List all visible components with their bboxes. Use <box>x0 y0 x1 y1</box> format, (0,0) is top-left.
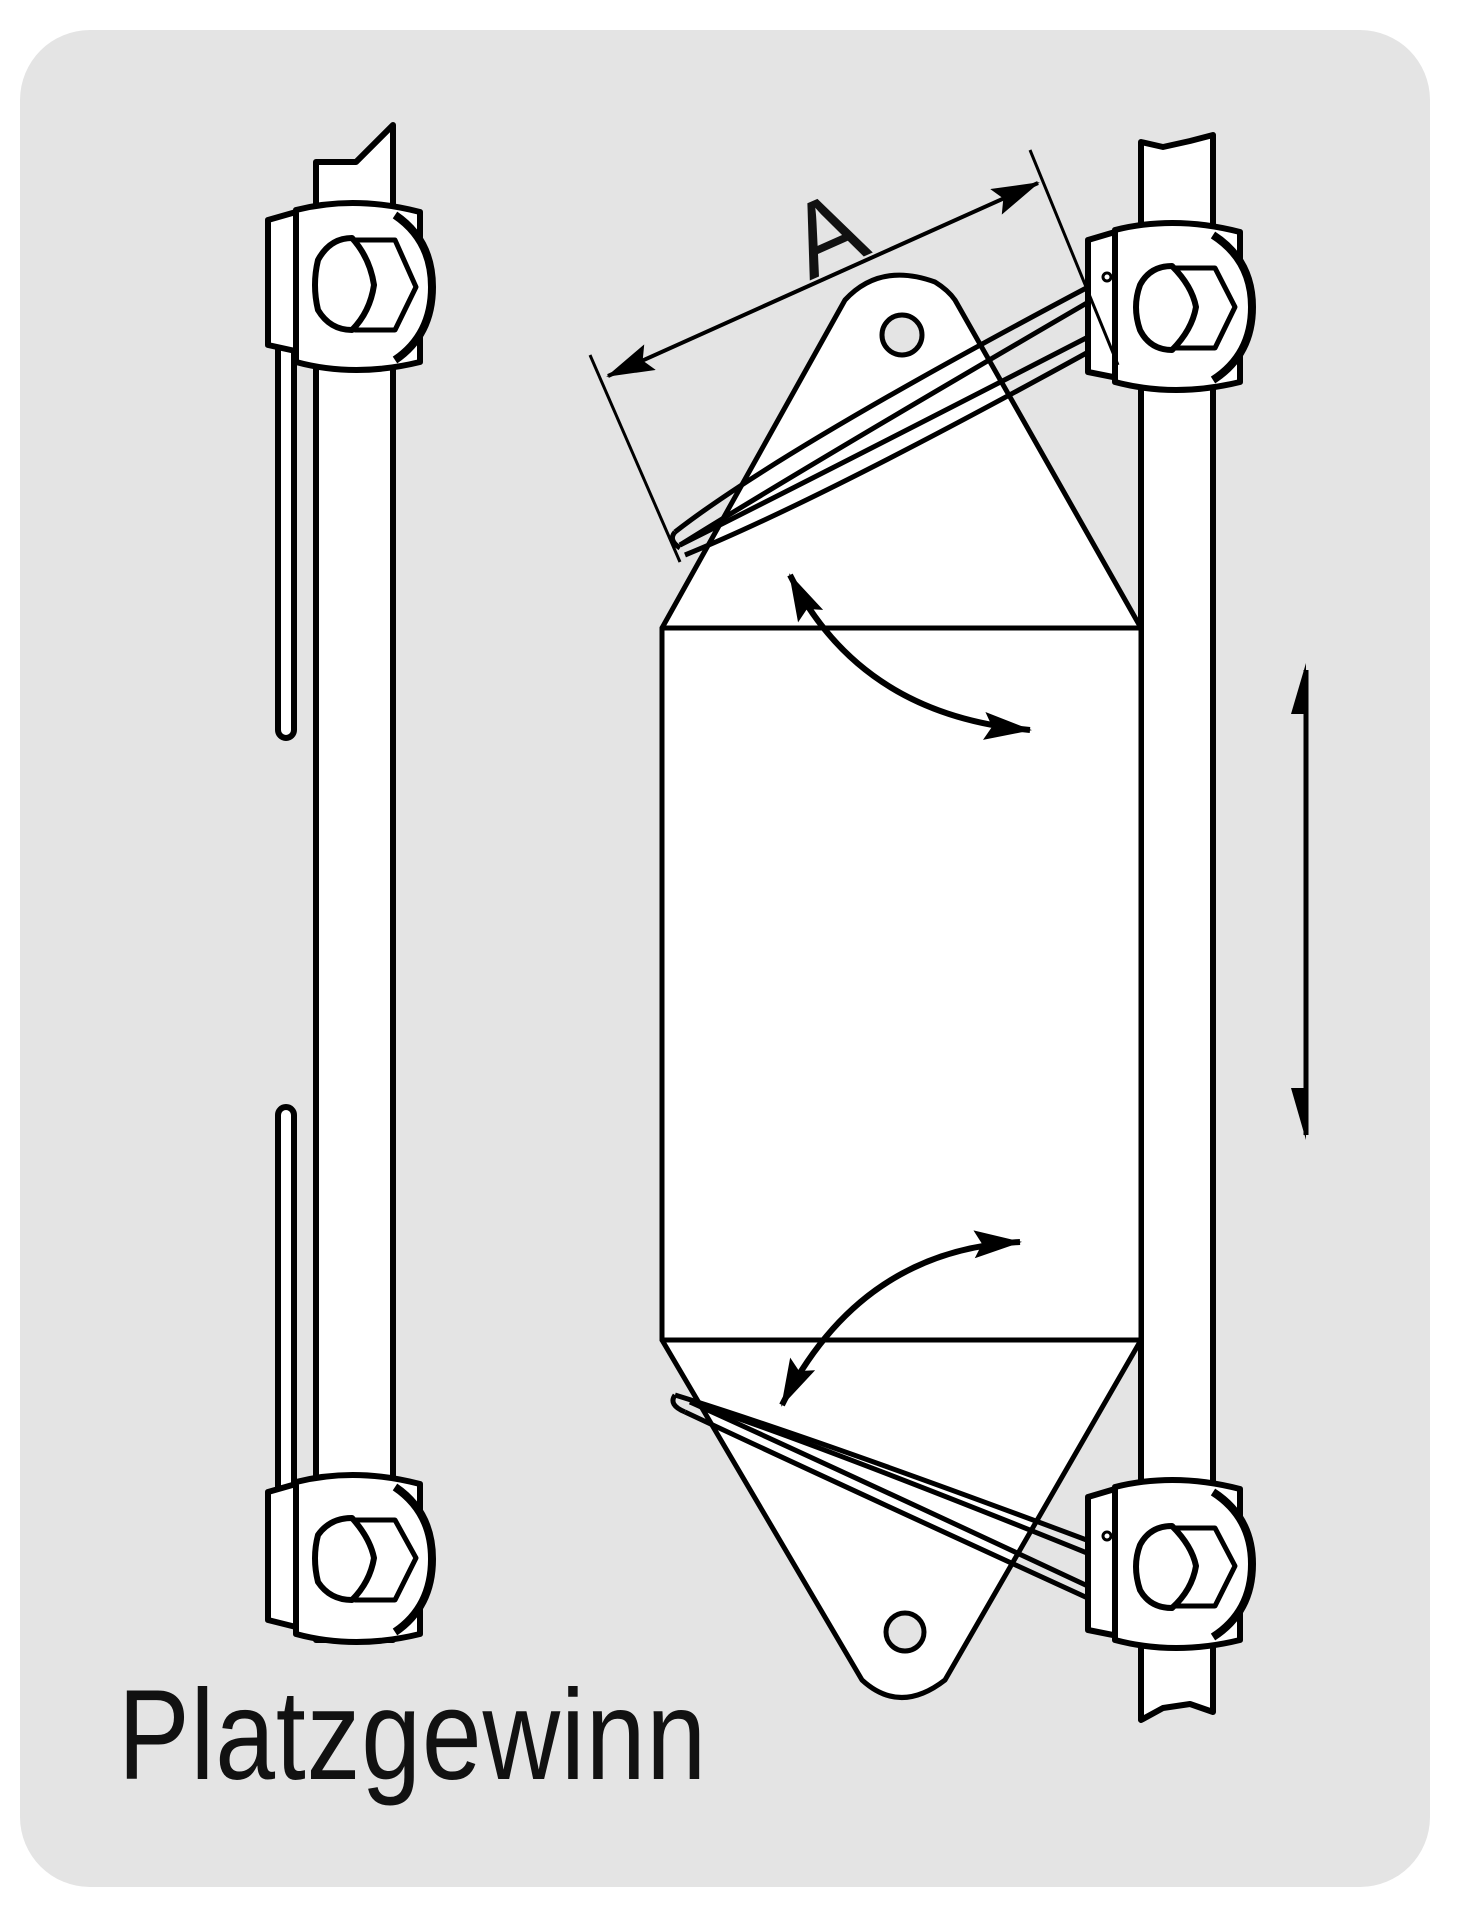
right-bar <box>1138 132 1216 1723</box>
dimension-a <box>588 149 1120 563</box>
bottom-straps <box>670 1392 1094 1603</box>
caption-label: Platzgewinn <box>118 1664 707 1807</box>
left-bottom-clamp <box>265 1472 436 1645</box>
left-top-clamp <box>265 200 436 373</box>
right-bottom-clamp <box>1085 1477 1256 1651</box>
rotation-arrow-bottom <box>779 1230 1022 1407</box>
vertical-motion-arrow <box>1291 663 1309 1140</box>
right-top-clamp <box>1085 220 1256 393</box>
dimension-extension-right <box>1028 149 1120 366</box>
dimension-extension-left <box>588 354 682 563</box>
fender-top-eye-hole <box>879 312 925 358</box>
fender-body <box>659 625 1144 1343</box>
dimension-line <box>606 181 1040 378</box>
left-bar-assembly <box>265 122 436 1645</box>
fender-bottom-eye-hole <box>883 1610 927 1654</box>
rotation-arrow-top <box>787 573 1032 740</box>
right-bar-assembly <box>1138 132 1216 1723</box>
